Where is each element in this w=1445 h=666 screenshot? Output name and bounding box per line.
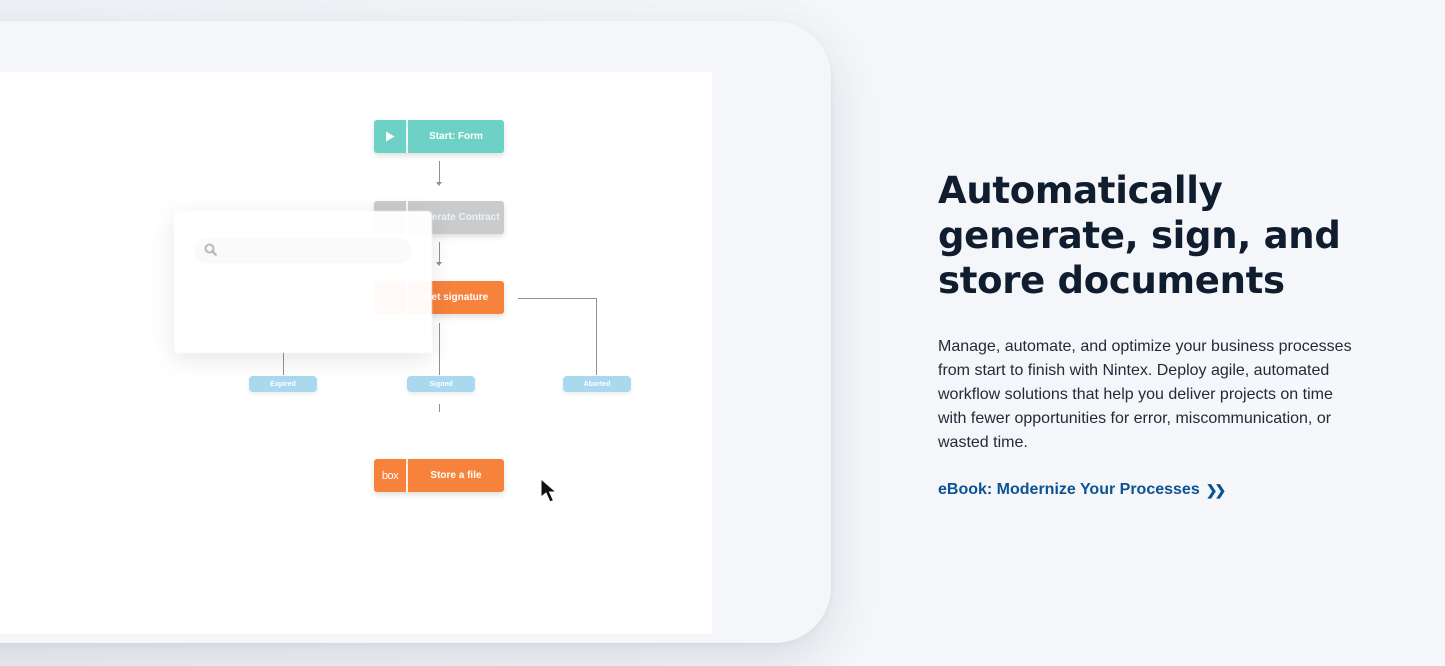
connector bbox=[439, 161, 440, 184]
search-overlay-card bbox=[174, 211, 432, 353]
connector bbox=[439, 404, 440, 412]
arrow-down-icon bbox=[436, 262, 442, 266]
start-form-node[interactable]: Start: Form bbox=[374, 120, 504, 153]
ebook-link-label: eBook: Modernize Your Processes bbox=[938, 481, 1200, 498]
branch-connector bbox=[596, 298, 597, 375]
search-icon bbox=[204, 243, 218, 257]
play-icon bbox=[374, 120, 408, 153]
mouse-cursor-icon bbox=[540, 478, 558, 503]
get-signature-label: Get signature bbox=[423, 292, 489, 303]
workflow-screen: Start: Form Generate Contract Get signat… bbox=[0, 72, 712, 634]
store-file-label: Store a file bbox=[430, 470, 482, 481]
branch-connector bbox=[518, 298, 597, 299]
search-input[interactable] bbox=[196, 239, 410, 261]
feature-description: Manage, automate, and optimize your busi… bbox=[938, 338, 1352, 451]
branch-connector bbox=[283, 352, 284, 375]
device-frame: Start: Form Generate Contract Get signat… bbox=[0, 21, 831, 643]
outcome-signed[interactable]: Signed bbox=[407, 376, 475, 392]
start-form-label: Start: Form bbox=[429, 131, 483, 142]
generate-contract-label: Generate Contract bbox=[412, 212, 500, 223]
outcome-expired[interactable]: Expired bbox=[249, 376, 317, 392]
ebook-link[interactable]: eBook: Modernize Your Processes ❯❯ bbox=[938, 481, 1227, 499]
box-logo-text: box bbox=[381, 469, 399, 482]
branch-connector bbox=[439, 323, 440, 375]
double-chevron-right-icon: ❯❯ bbox=[1205, 481, 1227, 498]
arrow-down-icon bbox=[436, 182, 442, 186]
outcome-aborted[interactable]: Aborted bbox=[563, 376, 631, 392]
connector bbox=[439, 242, 440, 264]
box-logo-icon: box bbox=[374, 459, 408, 492]
feature-heading: Automatically generate, sign, and store … bbox=[938, 169, 1341, 302]
store-file-node[interactable]: box Store a file bbox=[374, 459, 504, 492]
feature-content: Automatically generate, sign, and store … bbox=[938, 168, 1368, 499]
